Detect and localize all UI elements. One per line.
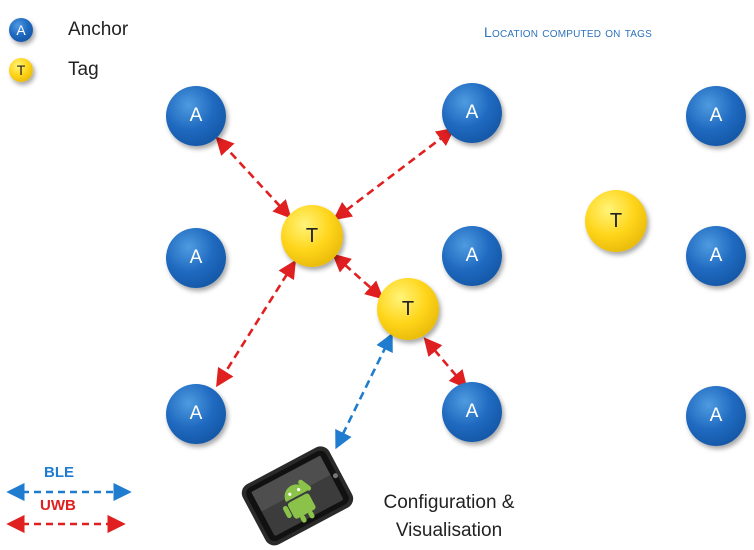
anchor-node: A [442, 83, 502, 143]
caption-line-1: Configuration & [383, 492, 515, 513]
legend-tag-icon: T [9, 58, 33, 82]
uwb-link-tag1-anchor-tm [333, 127, 455, 221]
tablet-android-icon [241, 446, 354, 546]
diagram-title: Location computed on tags [484, 24, 652, 40]
uwb-key-label: UWB [40, 497, 76, 514]
caption-line-2: Visualisation [395, 520, 503, 541]
anchor-node: A [166, 384, 226, 444]
uwb-link-tag1-tag2 [332, 253, 384, 300]
anchor-node: A [442, 382, 502, 442]
uwb-link-tag1-anchor-tl [215, 136, 292, 219]
tag-node: T [585, 190, 647, 252]
uwb-link-tag2-anchor-bm [423, 337, 468, 389]
device-caption: Configuration & Visualisation [374, 489, 524, 545]
tag-node: T [281, 205, 343, 267]
anchor-node: A [442, 226, 502, 286]
anchor-node: A [686, 226, 746, 286]
anchor-node: A [686, 86, 746, 146]
uwb-link-tag1-anchor-bl [216, 259, 296, 388]
ble-key-label: BLE [44, 464, 74, 481]
tag-node: T [377, 278, 439, 340]
legend-tag-label: Tag [68, 59, 99, 80]
anchor-node: A [166, 86, 226, 146]
legend-anchor-icon: A [9, 18, 33, 42]
ble-link-tablet-tag2 [335, 332, 393, 450]
legend-anchor-label: Anchor [68, 19, 129, 40]
anchor-node: A [686, 386, 746, 446]
anchor-node: A [166, 228, 226, 288]
